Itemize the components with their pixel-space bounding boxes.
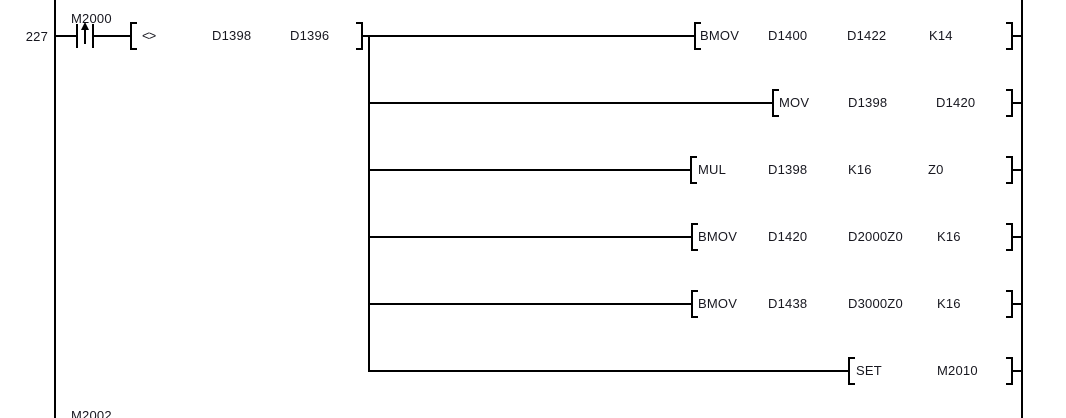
operand: M2010 bbox=[937, 363, 978, 378]
close-bracket bbox=[1006, 290, 1013, 318]
instruction-name: BMOV bbox=[700, 28, 740, 43]
close-bracket bbox=[1006, 89, 1013, 117]
wire bbox=[368, 236, 691, 238]
wire bbox=[1013, 370, 1021, 372]
open-bracket bbox=[691, 290, 698, 318]
close-bracket bbox=[1006, 357, 1013, 385]
operand: D1398 bbox=[848, 95, 888, 110]
left-power-rail bbox=[54, 0, 56, 418]
operand: K16 bbox=[937, 296, 961, 311]
wire bbox=[1013, 102, 1021, 104]
open-bracket bbox=[694, 22, 701, 50]
compare-operator: <> bbox=[142, 28, 156, 43]
rising-edge-arrow-stem bbox=[84, 29, 86, 44]
operand: D1422 bbox=[847, 28, 887, 43]
operand: K14 bbox=[929, 28, 953, 43]
branch-vertical-wire bbox=[368, 35, 370, 372]
close-bracket bbox=[1006, 156, 1013, 184]
wire bbox=[368, 102, 772, 104]
contact-left-bar bbox=[76, 24, 78, 48]
rung-number: 227 bbox=[25, 29, 48, 44]
instruction-name: MUL bbox=[698, 162, 727, 177]
compare-operand-2: D1396 bbox=[290, 28, 330, 43]
open-bracket bbox=[130, 22, 137, 50]
wire bbox=[94, 35, 130, 37]
instruction-name: MOV bbox=[779, 95, 810, 110]
close-bracket bbox=[1006, 223, 1013, 251]
operand: D2000Z0 bbox=[848, 229, 903, 244]
wire bbox=[1013, 35, 1021, 37]
operand: K16 bbox=[937, 229, 961, 244]
rising-edge-arrow-icon bbox=[81, 22, 89, 30]
right-power-rail bbox=[1021, 0, 1023, 418]
wire bbox=[368, 303, 691, 305]
close-bracket bbox=[1006, 22, 1013, 50]
wire bbox=[1013, 169, 1021, 171]
open-bracket bbox=[690, 156, 697, 184]
instruction-name: BMOV bbox=[698, 296, 738, 311]
wire bbox=[363, 35, 694, 37]
wire bbox=[1013, 236, 1021, 238]
instruction-name: BMOV bbox=[698, 229, 738, 244]
instruction-name: SET bbox=[856, 363, 882, 378]
open-bracket bbox=[691, 223, 698, 251]
contact-right-bar bbox=[92, 24, 94, 48]
operand: D1420 bbox=[936, 95, 976, 110]
next-rung-contact-label[interactable]: M2002 bbox=[71, 408, 112, 418]
open-bracket bbox=[848, 357, 855, 385]
wire bbox=[1013, 303, 1021, 305]
operand: D3000Z0 bbox=[848, 296, 903, 311]
compare-operand-1: D1398 bbox=[212, 28, 252, 43]
operand: D1400 bbox=[768, 28, 808, 43]
operand: K16 bbox=[848, 162, 872, 177]
operand: D1438 bbox=[768, 296, 808, 311]
wire bbox=[54, 35, 76, 37]
wire bbox=[368, 169, 690, 171]
close-bracket bbox=[356, 22, 363, 50]
operand: Z0 bbox=[928, 162, 944, 177]
operand: D1398 bbox=[768, 162, 808, 177]
open-bracket bbox=[772, 89, 779, 117]
wire bbox=[368, 370, 848, 372]
operand: D1420 bbox=[768, 229, 808, 244]
